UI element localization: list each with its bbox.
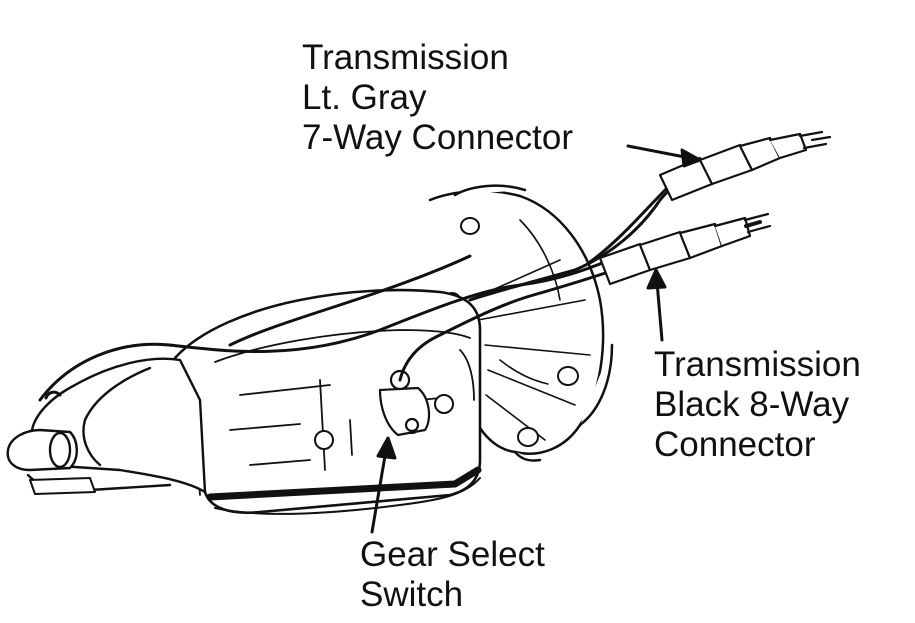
oil-pan-lower <box>214 477 481 515</box>
gear-label-line-2: Switch <box>360 575 464 614</box>
callout-arrows <box>370 144 702 534</box>
gear-label-line-1: Gear Select <box>360 535 545 574</box>
black-connector-label: Transmission Black 8-Way Connector <box>654 345 861 465</box>
oil-pan-edge <box>206 466 482 501</box>
lt-gray-label-line-1: Transmission <box>302 38 509 77</box>
wiring-harness <box>38 174 694 402</box>
lt-gray-label-line-2: Lt. Gray <box>302 78 427 117</box>
transmission-case <box>173 288 482 514</box>
black-label-line-1: Transmission <box>654 345 861 384</box>
black-label-line-3: Connector <box>654 425 816 464</box>
black-connector <box>598 212 772 286</box>
gear-select-switch-label: Gear Select Switch <box>360 535 545 615</box>
lt-gray-label-line-3: 7-Way Connector <box>302 118 574 157</box>
black-label-line-2: Black 8-Way <box>654 385 850 424</box>
harness-wrap <box>149 284 521 352</box>
tailshaft-mount <box>29 477 96 495</box>
lt-gray-connector <box>658 130 832 202</box>
gear-select-switch <box>378 369 431 437</box>
lt-gray-connector-label: Transmission Lt. Gray 7-Way Connector <box>302 38 573 158</box>
